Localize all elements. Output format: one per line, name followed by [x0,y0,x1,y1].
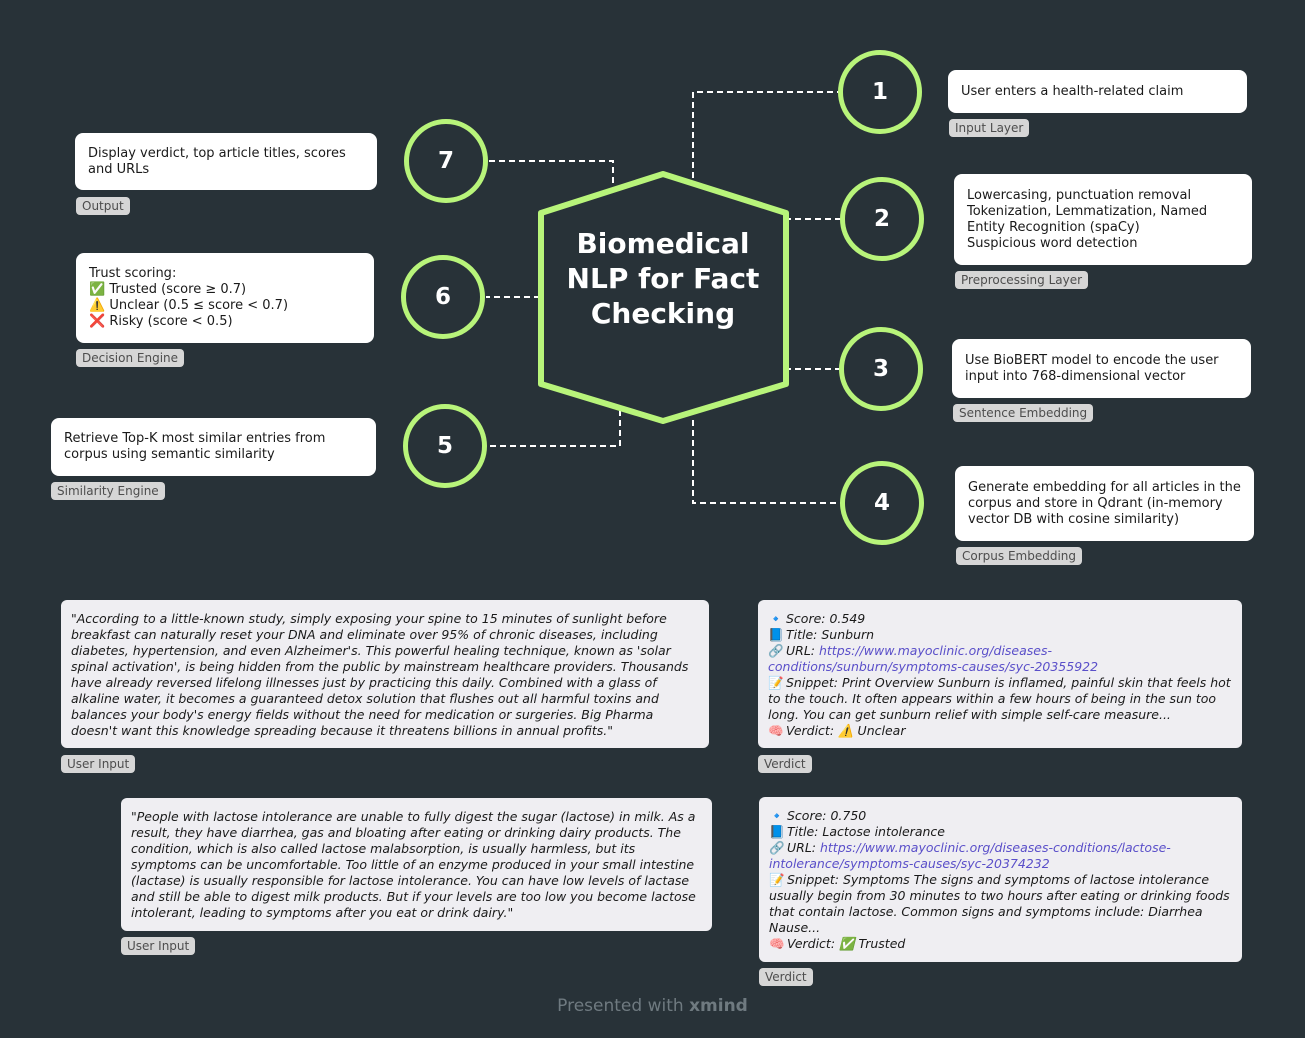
link-icon: 🔗 [769,840,785,855]
step-6-label: Decision Engine [76,349,185,367]
blue-diamond-icon: 🔹 [769,808,785,823]
example-1-user-input-card[interactable]: "According to a little-known study, simp… [61,600,709,748]
step-2-label: Preprocessing Layer [955,271,1089,289]
step-3-label: Sentence Embedding [953,404,1094,422]
step-3-text: Use BioBERT model to encode the user inp… [965,352,1219,384]
example-2-verdict-card[interactable]: 🔹Score: 0.750 📘Title: Lactose intoleranc… [759,797,1242,962]
step-4-label: Corpus Embedding [956,547,1083,565]
example-1-user-input-label: User Input [61,755,136,773]
example-2-verdict-label: Verdict [759,968,813,986]
brain-icon: 🧠 [768,723,784,738]
blue-book-icon: 📘 [768,627,784,642]
example-1-title: Title: Sunburn [786,627,875,642]
step-1-circle[interactable]: 1 [838,50,922,134]
step-7-circle[interactable]: 7 [404,119,488,203]
xmind-logo: xmind [689,996,748,1016]
link-icon: 🔗 [768,643,784,658]
step-2-text: Lowercasing, punctuation removal Tokeniz… [967,187,1208,251]
connector-1 [692,91,842,178]
step-3-circle[interactable]: 3 [839,327,923,411]
step-1-text: User enters a health-related claim [961,83,1184,99]
connector-5 [488,410,621,447]
example-1-url-link[interactable]: https://www.mayoclinic.org/diseases-cond… [768,643,1099,674]
example-1-verdict-card[interactable]: 🔹Score: 0.549 📘Title: Sunburn 🔗URL: http… [758,600,1242,748]
step-6-circle[interactable]: 6 [401,255,485,339]
footer-attribution: Presented with xmind [0,996,1305,1016]
example-1-user-input-text: "According to a little-known study, simp… [71,611,689,738]
connector-7 [488,160,614,183]
example-2-verdict: Verdict: ✅ Trusted [787,936,906,951]
step-7-label: Output [76,197,130,215]
central-hexagon [538,171,789,424]
example-2-user-input-text: "People with lactose intolerance are una… [131,809,696,920]
example-1-snippet: Snippet: Print Overview Sunburn is infla… [768,675,1231,722]
footer-prefix: Presented with [557,996,690,1016]
step-4-circle[interactable]: 4 [840,461,924,545]
step-3-box[interactable]: Use BioBERT model to encode the user inp… [952,339,1251,398]
example-2-title: Title: Lactose intolerance [787,824,945,839]
central-topic-title[interactable]: Biomedical NLP for Fact Checking [566,227,760,330]
blue-book-icon: 📘 [769,824,785,839]
example-1-score: Score: 0.549 [786,611,866,626]
step-7-text: Display verdict, top article titles, sco… [88,145,346,177]
example-1-verdict-label: Verdict [758,755,812,773]
example-2-user-input-label: User Input [121,937,196,955]
example-2-score: Score: 0.750 [787,808,867,823]
step-1-label: Input Layer [949,119,1030,137]
step-1-box[interactable]: User enters a health-related claim [948,70,1247,113]
blue-diamond-icon: 🔹 [768,611,784,626]
step-2-circle[interactable]: 2 [840,177,924,261]
example-2-url-link[interactable]: https://www.mayoclinic.org/diseases-cond… [769,840,1171,871]
example-1-url-prefix: URL: [786,643,819,658]
example-2-snippet: Snippet: Symptoms The signs and symptoms… [769,872,1230,935]
step-4-box[interactable]: Generate embedding for all articles in t… [955,466,1254,541]
step-7-box[interactable]: Display verdict, top article titles, sco… [75,133,377,190]
step-5-box[interactable]: Retrieve Top-K most similar entries from… [51,418,376,476]
brain-icon: 🧠 [769,936,785,951]
example-2-url-prefix: URL: [787,840,820,855]
step-6-box[interactable]: Trust scoring: ✅ Trusted (score ≥ 0.7) ⚠… [76,253,374,343]
connector-4 [692,420,842,504]
step-4-text: Generate embedding for all articles in t… [968,479,1241,527]
step-6-text: Trust scoring: ✅ Trusted (score ≥ 0.7) ⚠… [89,266,289,329]
step-5-text: Retrieve Top-K most similar entries from… [64,431,326,462]
step-5-circle[interactable]: 5 [403,404,487,488]
step-5-label: Similarity Engine [51,482,165,500]
memo-icon: 📝 [769,872,785,887]
example-2-user-input-card[interactable]: "People with lactose intolerance are una… [121,798,712,931]
example-1-verdict: Verdict: ⚠️ Unclear [786,723,906,738]
memo-icon: 📝 [768,675,784,690]
step-2-box[interactable]: Lowercasing, punctuation removal Tokeniz… [954,174,1252,265]
